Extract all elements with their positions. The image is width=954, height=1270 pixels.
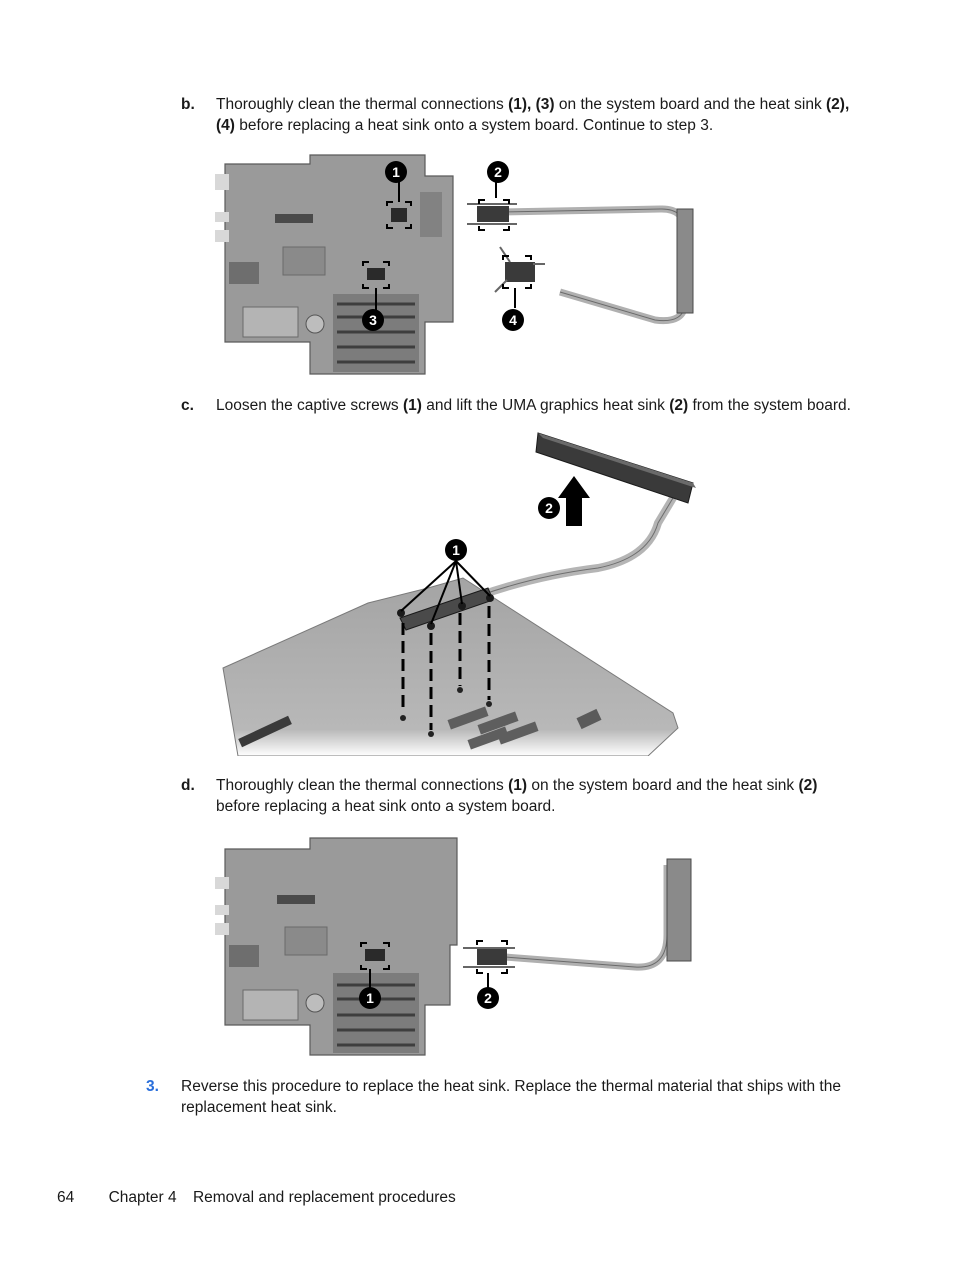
callout-1: 1	[445, 539, 467, 561]
step-c-letter: c.	[181, 397, 194, 414]
heat-pipe	[504, 865, 671, 971]
svg-text:1: 1	[452, 542, 460, 558]
step-b-bold-1: (1), (3)	[508, 96, 555, 113]
step-3-line-1: Reverse this procedure to replace the he…	[181, 1078, 841, 1095]
svg-text:2: 2	[494, 164, 502, 180]
step-d-text-2: on the system board and the heat sink	[527, 777, 799, 794]
page-number: 64	[57, 1189, 75, 1206]
figure-lift-heat-sink: 1 2	[222, 432, 696, 756]
callout-1: 1	[385, 161, 407, 183]
step-d-text-3: before replacing a heat sink onto a syst…	[216, 798, 556, 815]
step-b-bold-2: (2),	[826, 96, 850, 113]
step-b-letter: b.	[181, 96, 195, 113]
step-c-text-1: Loosen the captive screws	[216, 397, 403, 414]
step-d-text: Thoroughly clean the thermal connections…	[216, 775, 817, 817]
callout-2: 2	[487, 161, 509, 183]
figure-thermal-connections-2: 1 2	[215, 837, 692, 1056]
system-board	[222, 577, 679, 756]
step-d-bold-1: (1)	[508, 777, 528, 794]
svg-text:1: 1	[366, 990, 374, 1006]
step-d-letter: d.	[181, 777, 195, 794]
step-d-bold-2: (2)	[798, 777, 818, 794]
svg-text:2: 2	[484, 990, 492, 1006]
callout-1: 1	[359, 987, 381, 1009]
svg-text:2: 2	[545, 500, 553, 516]
step-3-number: 3.	[146, 1078, 159, 1095]
chapter-title: Removal and replacement procedures	[192, 1189, 456, 1206]
svg-text:3: 3	[369, 312, 377, 328]
step-c-text-3: from the system board.	[688, 397, 851, 414]
step-c-bold-1: (1)	[402, 397, 422, 414]
step-d-text-1: Thoroughly clean the thermal connections	[216, 777, 509, 794]
page-footer: 64 Chapter 4 Removal and replacement pro…	[57, 1189, 486, 1207]
step-3-line-2: replacement heat sink.	[181, 1099, 337, 1116]
svg-text:4: 4	[509, 312, 517, 328]
step-c-text-2: and lift the UMA graphics heat sink	[421, 397, 670, 414]
step-b-text-1: Thoroughly clean the thermal connections	[216, 96, 509, 113]
step-b-text: Thoroughly clean the thermal connections…	[216, 94, 849, 136]
callout-2: 2	[477, 987, 499, 1009]
figure-thermal-connections-1: 1 2 3 4	[215, 154, 694, 375]
callout-2: 2	[538, 497, 560, 519]
chapter-label: Chapter 4	[108, 1189, 177, 1206]
step-c-bold-2: (2)	[669, 397, 689, 414]
callout-4: 4	[502, 309, 524, 331]
svg-text:1: 1	[392, 164, 400, 180]
step-c-text: Loosen the captive screws (1) and lift t…	[216, 395, 851, 416]
callout-3: 3	[362, 309, 384, 331]
step-b-text-3: before replacing a heat sink onto a syst…	[234, 117, 714, 134]
step-3-text: Reverse this procedure to replace the he…	[181, 1076, 841, 1118]
step-b-text-2: on the system board and the heat sink	[554, 96, 827, 113]
step-b-bold-3: (4)	[216, 117, 235, 134]
